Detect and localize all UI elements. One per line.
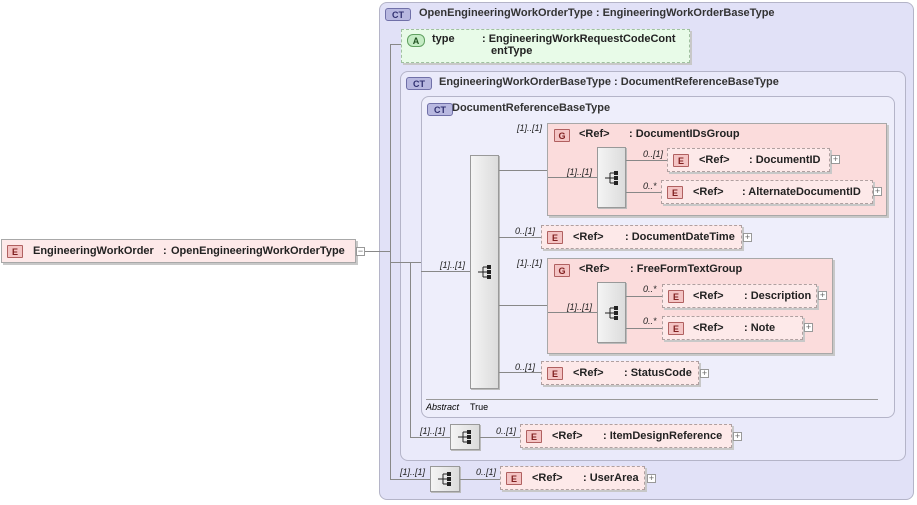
sequence-icon [604,305,618,320]
attribute-name: type [432,33,455,45]
expand-toggle[interactable]: + [733,431,742,441]
expand-toggle[interactable]: + [647,473,656,483]
element-name: : AlternateDocumentID [742,186,861,198]
abstract-value: True [470,402,489,412]
root-element-name: EngineeringWorkOrder [33,245,154,257]
element-ref: <Ref> [552,430,583,442]
complex-type-badge: CT [427,103,453,116]
element-document-id[interactable]: E <Ref> : DocumentID [667,148,830,172]
element-ref: <Ref> [693,186,724,198]
cardinality: [1]..[1] [567,167,593,177]
expand-toggle[interactable]: + [700,368,709,378]
expand-toggle[interactable]: + [831,154,840,164]
cardinality: [1]..[1] [517,123,543,133]
element-document-date-time[interactable]: E <Ref> : DocumentDateTime [541,225,742,249]
cardinality: [1]..[1] [420,426,446,436]
element-status-code[interactable]: E <Ref> : StatusCode [541,361,699,385]
cardinality: 0..* [643,316,657,326]
cardinality: 0..* [643,181,657,191]
element-name: : StatusCode [624,367,692,379]
element-note[interactable]: E <Ref> : Note [662,316,803,340]
expand-toggle[interactable]: + [804,322,813,332]
group-badge: G [554,264,570,277]
cardinality: [1]..[1] [517,258,543,268]
element-ref: <Ref> [532,472,563,484]
sequence-icon [438,472,451,486]
cardinality: [1]..[1] [400,467,426,477]
element-name: : DocumentDateTime [625,231,735,243]
cardinality: 0..[1] [515,362,536,372]
cardinality: 0..[1] [515,226,536,236]
element-ref: <Ref> [693,290,724,302]
element-user-area[interactable]: E <Ref> : UserArea [500,466,645,490]
element-ref: <Ref> [693,322,724,334]
element-name: : UserArea [583,472,639,484]
group-name: : DocumentIDsGroup [629,128,740,140]
element-badge: E [673,154,689,167]
complex-type-badge: CT [406,77,432,90]
element-badge: E [547,367,563,380]
element-badge: E [667,186,683,199]
complex-type-title: OpenEngineeringWorkOrderType : Engineeri… [419,7,775,19]
element-description[interactable]: E <Ref> : Description [662,284,817,308]
sequence-compositor[interactable] [470,155,499,389]
sequence-compositor[interactable] [597,282,626,343]
abstract-label: Abstract [426,402,460,412]
group-ref: <Ref> [579,128,610,140]
cardinality: 0..* [643,284,657,294]
cardinality: 0..[1] [643,149,664,159]
cardinality: [1]..[1] [440,260,466,270]
element-name: : ItemDesignReference [603,430,723,442]
complex-type-badge: CT [385,8,411,21]
cardinality: [1]..[1] [567,302,593,312]
element-badge: E [7,245,23,258]
expand-toggle[interactable]: + [818,290,827,300]
group-badge: G [554,129,570,142]
cardinality: 0..[1] [476,467,497,477]
sequence-compositor[interactable] [597,147,626,208]
expand-toggle[interactable]: + [873,186,882,196]
element-badge: E [668,290,684,303]
collapse-toggle[interactable]: − [356,246,365,256]
element-name: : Description [744,290,812,302]
element-badge: E [547,231,563,244]
group-ref: <Ref> [579,263,610,275]
attribute-type-line1: : EngineeringWorkRequestCodeCont [482,33,676,45]
element-name: : DocumentID [749,154,821,166]
attribute-type[interactable]: A type : EngineeringWorkRequestCodeCont … [401,29,690,63]
attribute-type-line2: entType [491,45,533,57]
sequence-icon [604,170,618,185]
element-ref: <Ref> [573,367,604,379]
element-name: : Note [744,322,776,334]
group-name: : FreeFormTextGroup [630,263,743,275]
complex-type-title: DocumentReferenceBaseType [452,102,611,114]
element-badge: E [506,472,522,485]
element-item-design-reference[interactable]: E <Ref> : ItemDesignReference [520,424,732,448]
expand-toggle[interactable]: + [743,232,752,242]
element-badge: E [668,322,684,335]
element-badge: E [526,430,542,443]
sequence-compositor[interactable] [450,424,480,450]
root-element[interactable]: E EngineeringWorkOrder : OpenEngineering… [1,239,356,263]
sequence-icon [477,265,491,279]
sequence-compositor[interactable] [430,466,460,492]
element-ref: <Ref> [699,154,730,166]
element-alternate-document-id[interactable]: E <Ref> : AlternateDocumentID [661,180,873,204]
attribute-badge: A [407,34,425,47]
sequence-icon [458,430,471,444]
complex-type-title: EngineeringWorkOrderBaseType : DocumentR… [439,76,779,88]
root-element-type: OpenEngineeringWorkOrderType [171,245,345,257]
element-ref: <Ref> [573,231,604,243]
cardinality: 0..[1] [496,426,517,436]
